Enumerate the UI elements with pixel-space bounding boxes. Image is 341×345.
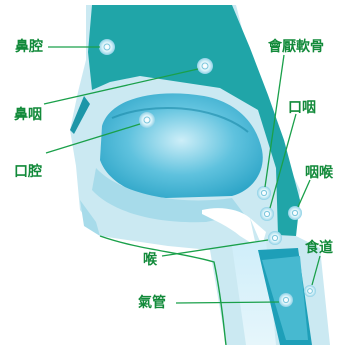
label-oropharynx: 口咽 xyxy=(288,100,316,116)
marker-epiglottis xyxy=(257,186,271,200)
marker-oropharynx xyxy=(260,207,274,221)
marker-oral-cavity xyxy=(139,112,155,128)
marker-esophagus xyxy=(304,285,316,297)
marker-trachea xyxy=(279,293,293,307)
marker-nasopharynx xyxy=(197,58,213,74)
marker-hypopharynx xyxy=(288,206,302,220)
label-larynx: 喉 xyxy=(143,252,157,268)
marker-larynx xyxy=(268,231,282,245)
label-nasal-cavity: 鼻腔 xyxy=(15,39,43,55)
label-hypopharynx: 咽喉 xyxy=(305,165,333,181)
label-epiglottis: 會厭軟骨 xyxy=(268,39,324,55)
leader-hypopharynx xyxy=(298,180,310,207)
label-oral-cavity: 口腔 xyxy=(14,164,42,180)
label-trachea: 氣管 xyxy=(138,295,166,311)
label-esophagus: 食道 xyxy=(305,240,333,256)
marker-nasal-cavity xyxy=(99,39,115,55)
label-nasopharynx: 鼻咽 xyxy=(14,107,42,123)
